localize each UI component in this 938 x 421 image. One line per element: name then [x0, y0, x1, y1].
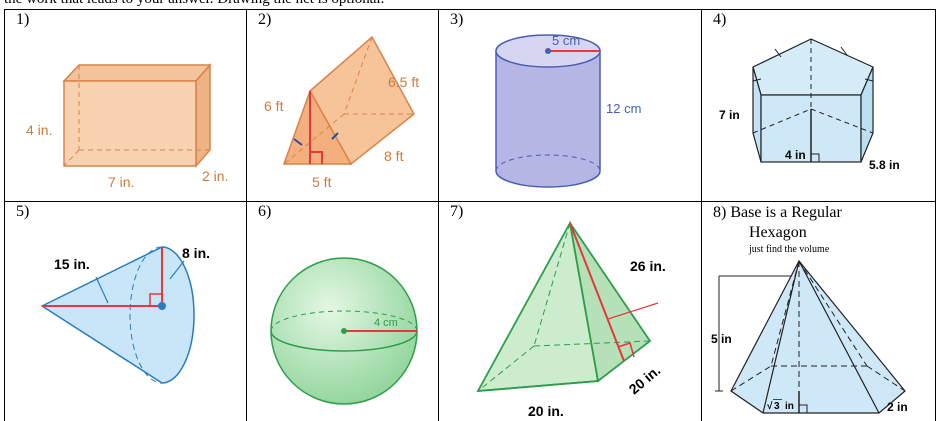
- table-border-left: [4, 9, 5, 421]
- problem-1-cell: 1) 4 in. 7 in. 2 in.: [4, 9, 246, 201]
- problem-number: 5): [16, 203, 30, 220]
- label-radius: 4 cm: [374, 317, 398, 329]
- label-slant: 26 in.: [630, 258, 666, 274]
- problem-number: 2): [258, 11, 272, 28]
- label-slant: 6.5 ft: [388, 74, 419, 90]
- problem-5-cell: 5) 15 in. 8 in.: [4, 201, 246, 421]
- square-pyramid-figure: 26 in. 20 in. 20 in.: [476, 220, 666, 419]
- hexagonal-pyramid-figure: 5 in √ 3 in 2 in: [711, 259, 908, 414]
- problem-number: 3): [450, 11, 464, 28]
- problem-number: 1): [16, 11, 30, 28]
- label-height: 5 in: [711, 332, 732, 346]
- problem-3-cell: 3) 5 cm 12 cm: [438, 9, 701, 201]
- problem-number: 4): [713, 11, 727, 28]
- table-border-top: [4, 9, 936, 10]
- instructions-text: the work that leads to your answer. Draw…: [4, 0, 384, 8]
- sqrt-symbol: √: [767, 401, 773, 412]
- label-height: 6 ft: [264, 98, 284, 114]
- label-base-depth: 20 in.: [626, 362, 664, 397]
- label-radius: 8 in.: [182, 245, 210, 261]
- sphere-figure: 4 cm: [270, 257, 418, 405]
- title-line-1: Base is a Regular: [730, 204, 842, 221]
- table-col-divider-2: [438, 9, 439, 421]
- problem-number: 6): [258, 203, 272, 220]
- cylinder-figure: 5 cm 12 cm: [495, 33, 641, 188]
- table-row-divider: [4, 201, 936, 202]
- note-text: just find the volume: [749, 244, 830, 255]
- label-base-side: 20 in.: [528, 403, 564, 419]
- problem-table: 1) 4 in. 7 in. 2 in. 2) 6 ft 6.5 ft: [4, 9, 936, 421]
- label-length: 7 in.: [108, 174, 134, 190]
- triangular-prism-figure: 6 ft 6.5 ft 8 ft 5 ft: [264, 35, 419, 190]
- problem-number: 8): [713, 204, 727, 221]
- table-col-divider-3: [701, 9, 702, 421]
- label-height: 7 in: [719, 108, 740, 122]
- label-radius: 5 cm: [552, 33, 580, 48]
- label-height: 12 cm: [606, 101, 641, 116]
- problem-8-title: 8) Base is a Regular Hexagon: [713, 203, 842, 243]
- label-length: 8 ft: [384, 148, 404, 164]
- problem-6-cell: 6) 4 cm: [246, 201, 438, 421]
- problem-4-cell: 4) 7 in 4 in 5.8 in: [701, 9, 935, 201]
- label-side: 2 in: [887, 400, 908, 414]
- rectangular-prism-figure: 4 in. 7 in. 2 in.: [26, 63, 228, 190]
- label-apothem: 4 in: [785, 148, 806, 162]
- label-apothem-unit: in: [785, 401, 794, 412]
- label-height: 4 in.: [26, 122, 52, 138]
- hexagonal-prism-figure: 7 in 4 in 5.8 in: [719, 38, 900, 172]
- table-col-divider-1: [246, 9, 247, 421]
- title-line-2: Hexagon: [749, 224, 807, 241]
- problem-number: 7): [450, 203, 464, 220]
- label-apothem-num: 3: [774, 401, 780, 412]
- problem-7-cell: 7) 26 in. 20 in. 20 in.: [438, 201, 701, 421]
- cone-figure: 15 in. 8 in.: [40, 245, 210, 384]
- table-border-right: [935, 9, 936, 421]
- label-slant: 15 in.: [54, 256, 90, 272]
- label-side: 5.8 in: [869, 158, 900, 172]
- label-base: 5 ft: [312, 174, 332, 190]
- label-width: 2 in.: [202, 168, 228, 184]
- problem-8-cell: 8) Base is a Regular Hexagon just find t…: [701, 201, 935, 421]
- problem-2-cell: 2) 6 ft 6.5 ft 8 ft 5 ft: [246, 9, 438, 201]
